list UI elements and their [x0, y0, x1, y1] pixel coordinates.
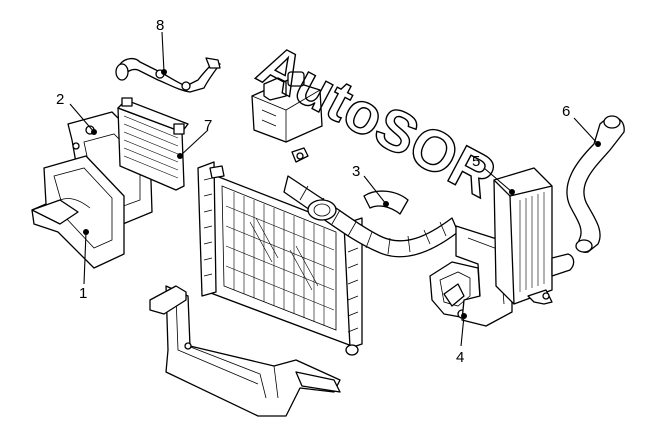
callout-5: 5	[472, 153, 480, 170]
leader-lines	[69, 31, 601, 347]
leader-8	[161, 31, 165, 73]
leader-dot-3	[383, 201, 389, 207]
callout-3: 3	[352, 163, 360, 180]
main-radiator	[197, 161, 363, 356]
callout-labels: 1 2 3 4 5 6 7 8	[56, 17, 570, 366]
part-5-intercooler	[493, 167, 575, 305]
expansion-tank	[251, 71, 323, 163]
leader-dot-1	[83, 229, 89, 235]
part-6-hose	[566, 115, 625, 253]
leader-dot-6	[595, 141, 601, 147]
callout-6: 6	[562, 103, 570, 120]
leader-2	[69, 103, 95, 133]
callout-4: 4	[456, 349, 464, 366]
callout-1: 1	[79, 285, 87, 302]
callout-7: 7	[204, 117, 212, 134]
lower-shroud	[149, 285, 341, 417]
part-8-pipe	[115, 57, 221, 93]
part-1-air-duct	[31, 155, 125, 269]
leader-dot-7	[177, 153, 183, 159]
leader-5	[483, 167, 513, 193]
leader-dot-5	[509, 189, 515, 195]
leader-dot-8	[161, 69, 167, 75]
leader-1	[83, 231, 87, 285]
callout-2: 2	[56, 91, 64, 108]
leader-dot-2	[91, 129, 97, 135]
leader-7	[179, 129, 209, 157]
leader-6	[573, 117, 599, 145]
callout-8: 8	[156, 17, 164, 34]
leader-4	[460, 315, 465, 347]
leader-3	[363, 175, 387, 205]
part-7-cooler-core	[117, 97, 189, 191]
leader-dot-4	[461, 313, 467, 319]
